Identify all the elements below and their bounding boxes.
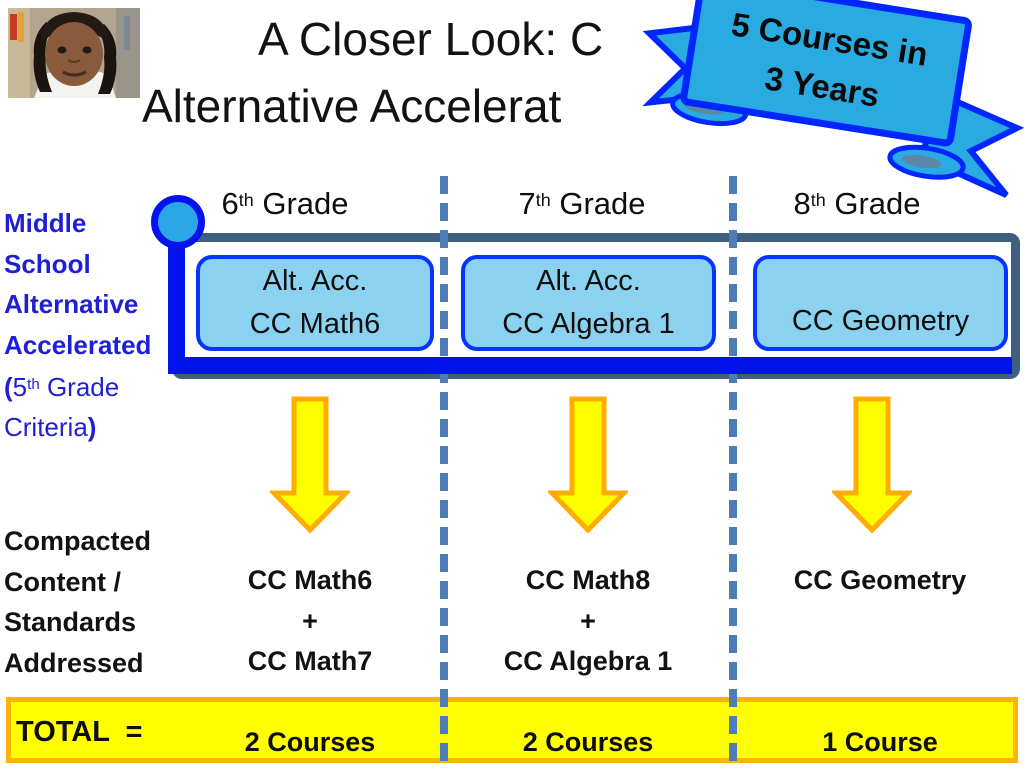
grade-header-7: 7th Grade [518, 186, 646, 221]
course-box-7th: Alt. Acc. CC Algebra 1 [461, 255, 716, 351]
program-label: Middle School Alternative Accelerated (5… [4, 203, 151, 448]
compacted-courses-7th: CC Math8 + CC Algebra 1 [503, 565, 673, 676]
banner-ribbon-icon: 5 Courses in 3 Years [642, 0, 1024, 198]
criteria-grade-word: Grade [39, 371, 120, 402]
program-line: Middle [4, 208, 87, 238]
total-bar [6, 697, 1018, 763]
program-line: Criteria) [4, 407, 151, 448]
total-courses-6th: 2 Courses [244, 727, 376, 757]
column-divider-dashed-line [440, 176, 448, 768]
program-line: Alternative [4, 289, 139, 319]
compacted-content-label: Compacted Content / Standards Addressed [4, 526, 152, 678]
criteria-grade-number: 5 [12, 371, 28, 402]
total-courses-7th: 2 Courses [522, 727, 654, 757]
pathway-line-vertical [168, 225, 185, 373]
total-label: TOTAL = [16, 716, 143, 748]
course-box-line: Alt. Acc. [536, 265, 641, 297]
grade-header-8: 8th Grade [793, 186, 921, 221]
total-courses-8th: 1 Course [822, 727, 938, 757]
pathway-line-horizontal [168, 357, 1012, 374]
down-arrow-icon [546, 395, 630, 535]
criteria-grade-ordinal: th [27, 376, 40, 393]
pathway-start-circle [151, 195, 205, 249]
courses-banner: 5 Courses in 3 Years [628, 0, 1024, 204]
paren-open: ( [4, 371, 13, 402]
column-divider-dashed-line [729, 176, 737, 768]
paren-close: ) [87, 412, 97, 443]
criteria-word: Criteria [4, 412, 88, 443]
slide-title-line1: A Closer Look: C [258, 13, 604, 65]
down-arrow-icon [830, 395, 914, 535]
program-line: School [4, 248, 91, 279]
student-photo [8, 8, 140, 98]
course-box-line: CC Algebra 1 [502, 308, 675, 340]
course-box-6th: Alt. Acc. CC Math6 [196, 255, 434, 351]
down-arrow-icon [268, 395, 352, 535]
course-box-line: CC Math6 [249, 308, 381, 340]
slide-title-line2: Alternative Accelerat [142, 80, 562, 132]
course-box-line: CC Geometry [791, 305, 970, 337]
compacted-courses-8th: CC Geometry [793, 565, 967, 595]
compacted-courses-6th: CC Math6 + CC Math7 [247, 565, 373, 676]
program-line: Accelerated [4, 329, 152, 360]
course-box-line: Alt. Acc. [262, 265, 368, 297]
program-line: (5th Grade [4, 365, 151, 407]
student-photo-image [8, 8, 140, 98]
grade-header-6: 6th Grade [221, 186, 349, 221]
course-box-8th: CC Geometry [753, 255, 1008, 351]
